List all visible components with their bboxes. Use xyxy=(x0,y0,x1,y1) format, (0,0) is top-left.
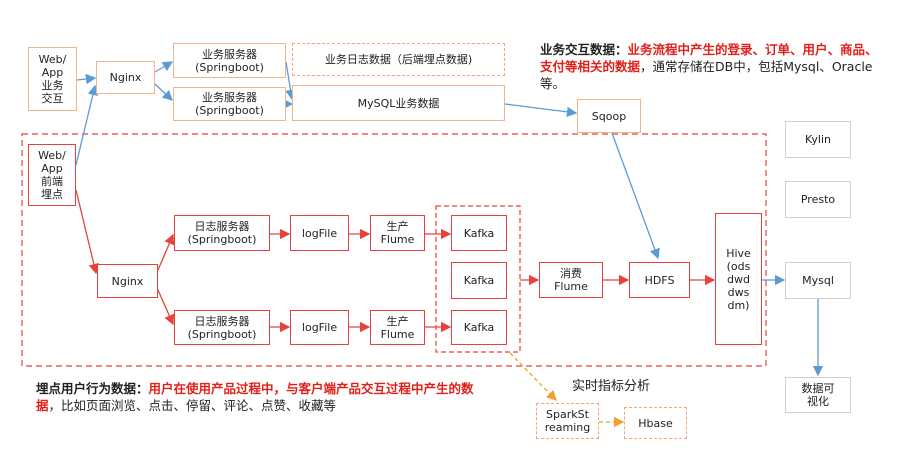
data-visualization-node: 数据可 视化 xyxy=(785,377,851,413)
mysql-output-node: Mysql xyxy=(785,262,851,299)
business-server-1-node: 业务服务器 (Springboot) xyxy=(173,43,286,78)
web-app-tracking-node: Web/ App 前端 埋点 xyxy=(28,144,76,206)
business-log-data-node: 业务日志数据（后端埋点数据) xyxy=(292,43,505,76)
tracking-behavior-note-title: 埋点用户行为数据： xyxy=(36,381,149,396)
log-server-2-node: 日志服务器 (Springboot) xyxy=(174,310,270,345)
business-server-2-node: 业务服务器 (Springboot) xyxy=(173,87,286,121)
logfile-2-node: logFile xyxy=(290,310,349,345)
kylin-node: Kylin xyxy=(785,121,851,158)
business-interaction-note-rest: ，通常存储在DB中，包括Mysql、Oracle等。 xyxy=(540,59,873,91)
tracking-flow-arrows xyxy=(75,189,716,333)
business-interaction-note-highlight: 业务流程中产生的登录、订单、用户、商品、支付等相关的数据 xyxy=(540,42,878,74)
tracking-region xyxy=(21,133,767,367)
mysql-business-data-node: MySQL业务数据 xyxy=(292,85,505,121)
tracking-behavior-note-rest: ，比如页面浏览、点击、停留、评论、点赞、收藏等 xyxy=(48,398,337,413)
business-interaction-note: 业务交互数据：业务流程中产生的登录、订单、用户、商品、支付等相关的数据，通常存储… xyxy=(540,41,878,92)
log-server-1-node: 日志服务器 (Springboot) xyxy=(174,215,270,251)
tracking-behavior-note: 埋点用户行为数据：用户在使用产品过程中，与客户端产品交互过程中产生的数据，比如页… xyxy=(36,380,484,414)
nginx-top-node: Nginx xyxy=(96,61,155,94)
hbase-node: Hbase xyxy=(624,407,687,439)
nginx-bottom-node: Nginx xyxy=(97,264,158,298)
kafka-1-node: Kafka xyxy=(451,215,507,251)
tracking-behavior-note-highlight: 用户在使用产品过程中，与客户端产品交互过程中产生的数据 xyxy=(36,381,474,413)
spark-streaming-node: SparkSt reaming xyxy=(536,403,599,439)
kafka-3-node: Kafka xyxy=(451,310,507,345)
kafka-group xyxy=(435,205,521,353)
sqoop-node: Sqoop xyxy=(577,99,641,133)
producer-flume-2-node: 生产 Flume xyxy=(370,310,425,345)
consumer-flume-node: 消费 Flume xyxy=(539,262,603,298)
hive-node: Hive (ods dwd dws dm) xyxy=(715,213,762,345)
realtime-flow-arrows xyxy=(509,352,625,428)
presto-node: Presto xyxy=(785,181,851,218)
kafka-2-node: Kafka xyxy=(451,262,507,299)
web-app-interaction-node: Web/ App 业务 交互 xyxy=(28,47,77,111)
logfile-1-node: logFile xyxy=(290,215,349,251)
realtime-analysis-label: 实时指标分析 xyxy=(572,379,651,394)
business-flow-arrows xyxy=(75,61,824,377)
producer-flume-1-node: 生产 Flume xyxy=(370,215,425,251)
hdfs-node: HDFS xyxy=(629,262,690,298)
business-interaction-note-title: 业务交互数据： xyxy=(540,42,628,57)
